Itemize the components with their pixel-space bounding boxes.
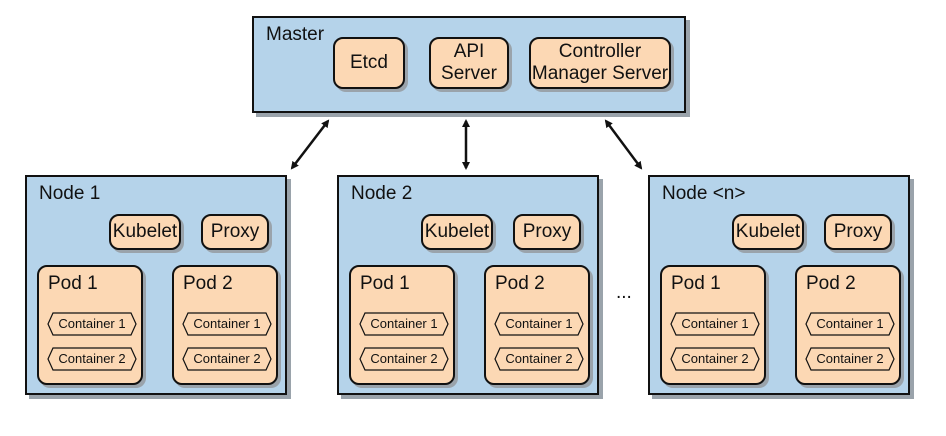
hexagon-tag-icon (182, 347, 272, 371)
pod-title: Pod 1 (360, 273, 410, 294)
pod-1: Pod 1 Container 1 Container 2 (37, 265, 143, 385)
pod-title: Pod 1 (671, 273, 721, 294)
pod-1: Pod 1 Container 1 Container 2 (349, 265, 455, 385)
pod-1: Pod 1 Container 1 Container 2 (660, 265, 766, 385)
proxy-chip: Proxy (201, 214, 269, 250)
container-label: Container 2 (505, 351, 573, 366)
container-1: Container 1 (182, 312, 272, 336)
hexagon-tag-icon (670, 347, 760, 371)
container-1: Container 1 (805, 312, 895, 336)
container-2: Container 2 (494, 347, 584, 371)
container-1: Container 1 (359, 312, 449, 336)
hexagon-tag-icon (805, 347, 895, 371)
container-label: Container 1 (505, 316, 573, 331)
pod-title: Pod 2 (495, 273, 545, 294)
kubelet-chip: Kubelet (421, 214, 493, 250)
hexagon-tag-icon (182, 312, 272, 336)
container-label: Container 2 (193, 351, 261, 366)
node-title: Node 1 (39, 183, 101, 204)
container-label: Container 2 (370, 351, 438, 366)
container-1: Container 1 (47, 312, 137, 336)
container-label: Container 2 (681, 351, 749, 366)
node-panel-2: Node 2 Kubelet Proxy Pod 1 Container 1 C… (337, 175, 599, 395)
controller-manager-server-chip: Controller Manager Server (529, 37, 671, 89)
container-label: Container 2 (58, 351, 126, 366)
proxy-chip: Proxy (824, 214, 892, 250)
hexagon-tag-icon (670, 312, 760, 336)
container-1: Container 1 (494, 312, 584, 336)
more-nodes-ellipsis: ... (616, 282, 632, 303)
node-title: Node 2 (351, 183, 413, 204)
hexagon-tag-icon (359, 347, 449, 371)
container-2: Container 2 (182, 347, 272, 371)
container-2: Container 2 (359, 347, 449, 371)
hexagon-tag-icon (47, 312, 137, 336)
pod-title: Pod 2 (806, 273, 856, 294)
container-label: Container 2 (816, 351, 884, 366)
api-server-chip: API Server (429, 37, 509, 89)
container-label: Container 1 (816, 316, 884, 331)
kubelet-chip: Kubelet (732, 214, 804, 250)
hexagon-tag-icon (805, 312, 895, 336)
container-label: Container 1 (58, 316, 126, 331)
pod-2: Pod 2 Container 1 Container 2 (484, 265, 590, 385)
container-label: Container 1 (681, 316, 749, 331)
container-2: Container 2 (47, 347, 137, 371)
pod-2: Pod 2 Container 1 Container 2 (172, 265, 278, 385)
pod-2: Pod 2 Container 1 Container 2 (795, 265, 901, 385)
node-title: Node <n> (662, 183, 746, 204)
container-1: Container 1 (670, 312, 760, 336)
master-title: Master (266, 24, 325, 45)
container-2: Container 2 (670, 347, 760, 371)
double-arrow-icon (604, 119, 643, 170)
container-label: Container 1 (193, 316, 261, 331)
master-panel: Master Etcd API Server Controller Manage… (252, 16, 686, 113)
etcd-chip: Etcd (333, 37, 405, 89)
container-2: Container 2 (805, 347, 895, 371)
hexagon-tag-icon (494, 347, 584, 371)
pod-title: Pod 1 (48, 273, 98, 294)
kubelet-chip: Kubelet (109, 214, 181, 250)
node-panel-n: Node <n> Kubelet Proxy Pod 1 Container 1… (648, 175, 910, 395)
hexagon-tag-icon (359, 312, 449, 336)
hexagon-tag-icon (494, 312, 584, 336)
pod-title: Pod 2 (183, 273, 233, 294)
container-label: Container 1 (370, 316, 438, 331)
node-panel-1: Node 1 Kubelet Proxy Pod 1 Container 1 C… (25, 175, 287, 395)
double-arrow-icon (290, 119, 330, 170)
proxy-chip: Proxy (513, 214, 581, 250)
hexagon-tag-icon (47, 347, 137, 371)
